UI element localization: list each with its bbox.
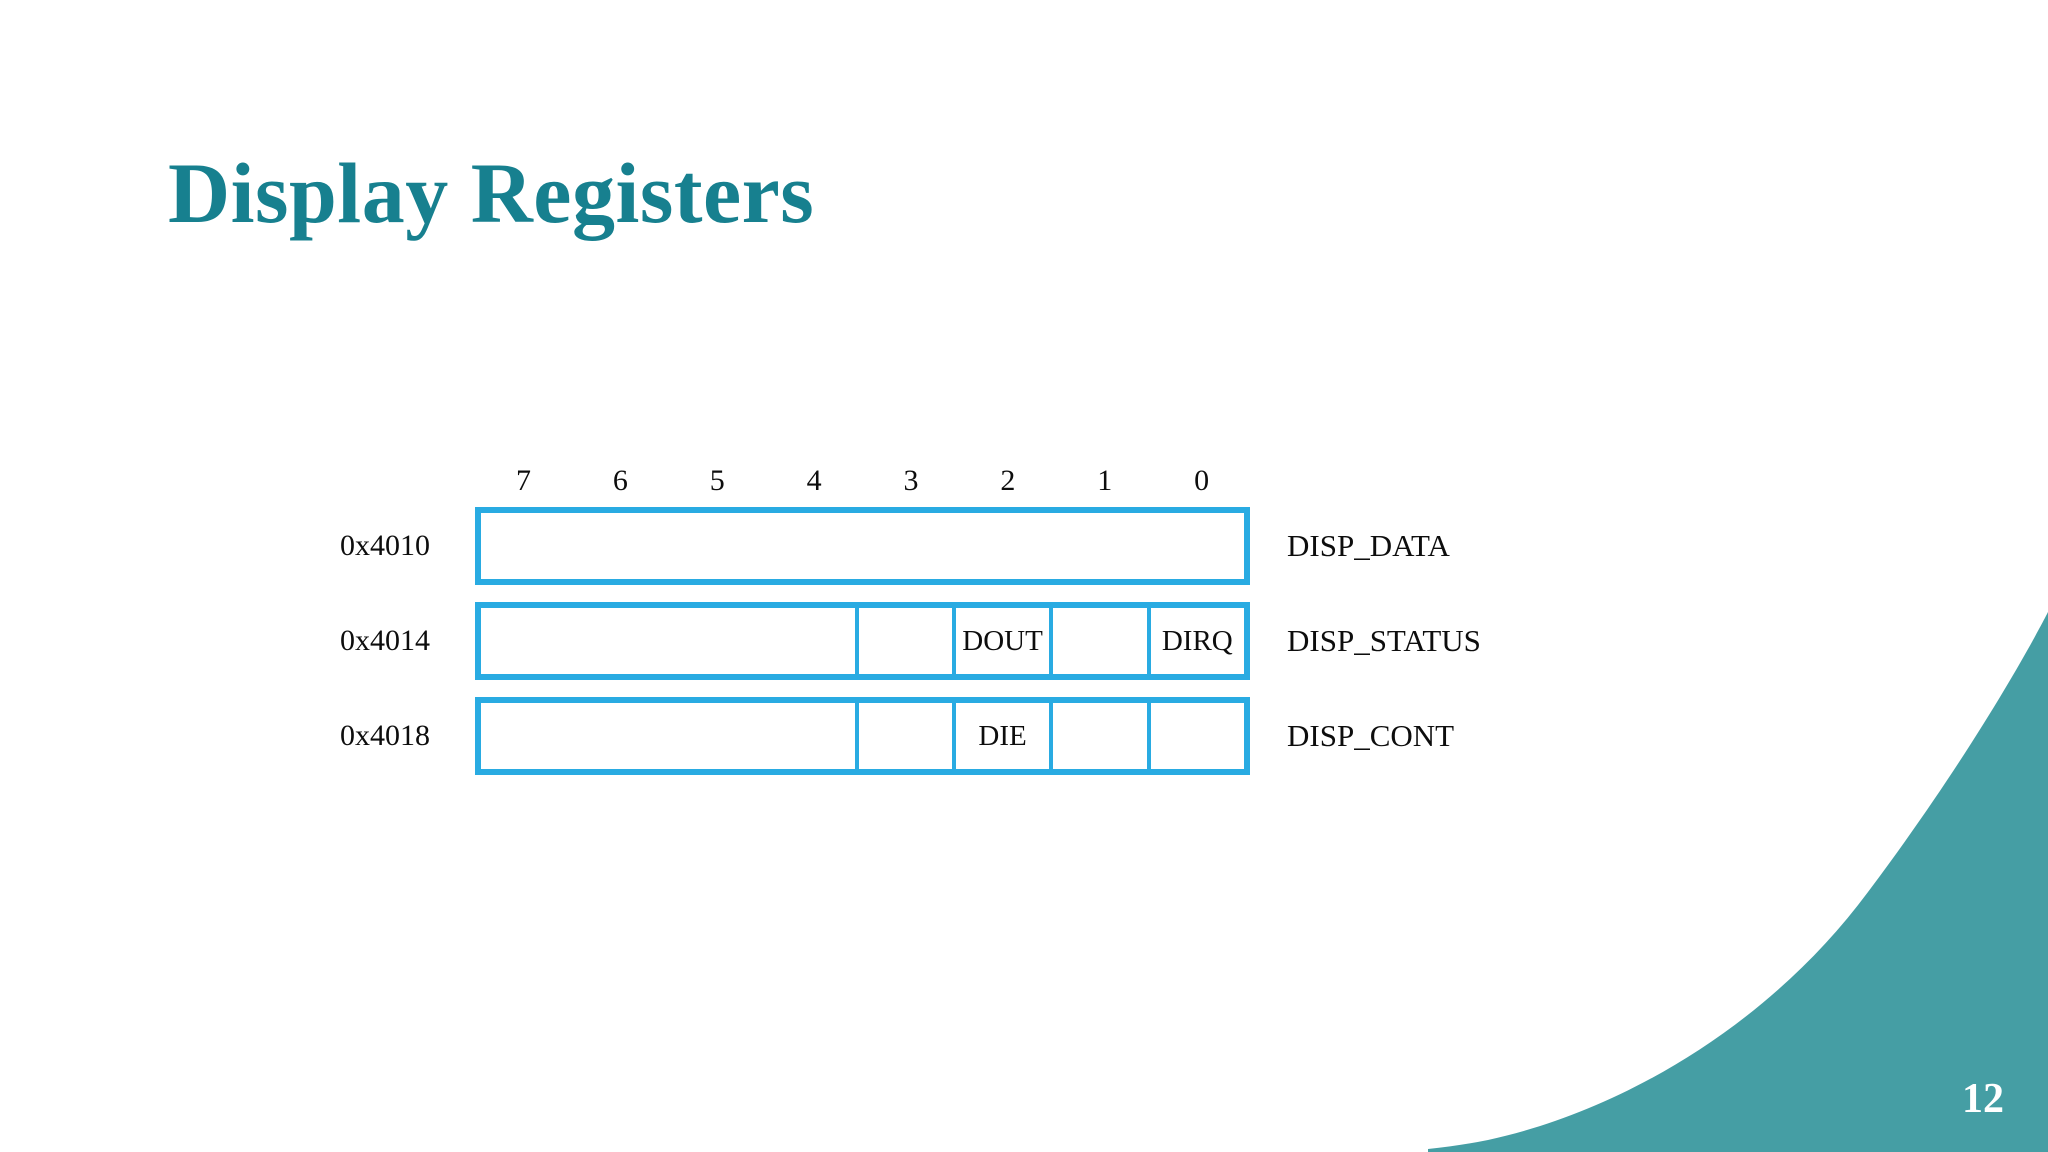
register-diagram: 7 6 5 4 3 2 1 0 0x4010 DISP_DATA 0x4014 … [340,455,1481,792]
bit-number-header: 7 6 5 4 3 2 1 0 [475,455,1250,507]
bit-label-6: 6 [612,464,628,497]
register-bit-cell [854,608,952,674]
register-bit-cell [854,703,952,769]
bit-label-2: 2 [1000,464,1016,497]
register-bit-cell-dirq: DIRQ [1146,608,1244,674]
register-name: DISP_STATUS [1287,623,1481,658]
corner-decoration-shape [1428,612,2048,1152]
bit-label-0: 0 [1194,464,1210,497]
register-row: 0x4018 DIE DISP_CONT [340,697,1454,775]
page-number: 12 [1962,1076,2004,1122]
corner-decoration [1428,612,2048,1152]
register-bit-cell-die: DIE [951,703,1049,769]
register-row: 0x4014 DOUT DIRQ DISP_STATUS [340,602,1481,680]
register-name: DISP_DATA [1287,528,1450,563]
register-bit-cell [481,703,855,769]
bit-label-5: 5 [709,464,725,497]
register-bitfield-box [475,507,1250,585]
register-bit-cell-dout: DOUT [951,608,1049,674]
register-bitfield-box: DOUT DIRQ [475,602,1250,680]
bit-label-3: 3 [903,464,919,497]
register-bit-cell [1049,703,1146,769]
page-title: Display Registers [168,145,815,241]
register-bit-cell [481,513,1244,579]
register-bit-cell [481,608,855,674]
bit-label-7: 7 [515,464,531,497]
register-bit-cell [1049,608,1146,674]
bit-label-1: 1 [1097,464,1113,497]
register-bit-cell [1146,703,1244,769]
register-name: DISP_CONT [1287,718,1455,753]
bit-label-4: 4 [806,464,822,497]
register-bitfield-box: DIE [475,697,1250,775]
register-address: 0x4018 [340,719,430,752]
register-row: 0x4010 DISP_DATA [340,507,1450,585]
register-address: 0x4014 [340,624,430,657]
register-address: 0x4010 [340,529,430,562]
